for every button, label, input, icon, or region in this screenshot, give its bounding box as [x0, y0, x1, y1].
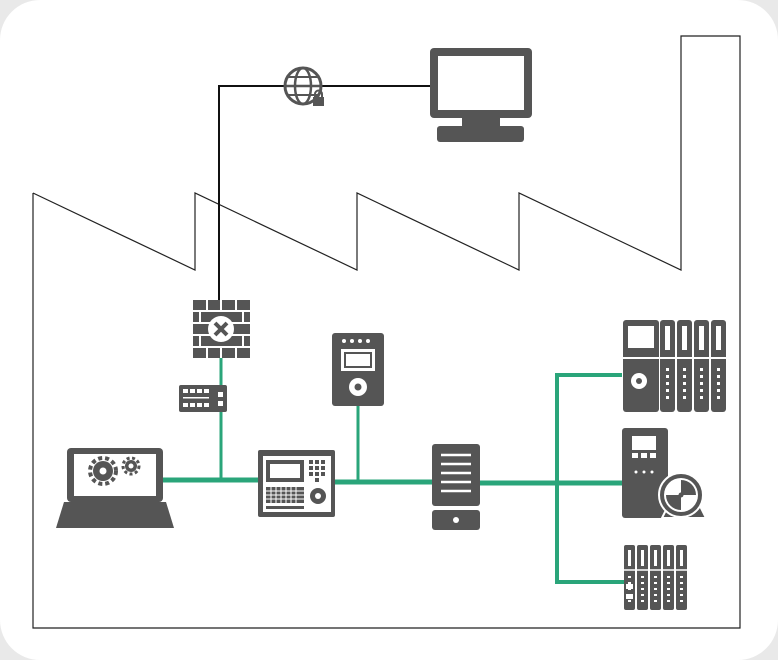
laptop-gears-icon	[56, 448, 174, 528]
io-rack-icon	[623, 319, 727, 413]
io-module-icon	[624, 544, 688, 611]
green-network-lines	[163, 358, 624, 584]
factory-outline	[32, 35, 741, 629]
server-icon	[432, 444, 480, 530]
switch-icon	[179, 385, 227, 412]
firewall-icon	[193, 300, 250, 358]
plc-panel-icon	[258, 450, 335, 517]
drive-motor-icon	[622, 428, 708, 519]
globe-lock-icon	[283, 66, 324, 106]
hmi-icon	[332, 333, 384, 406]
monitor-icon	[430, 48, 532, 142]
wan-connection-line	[218, 85, 430, 300]
